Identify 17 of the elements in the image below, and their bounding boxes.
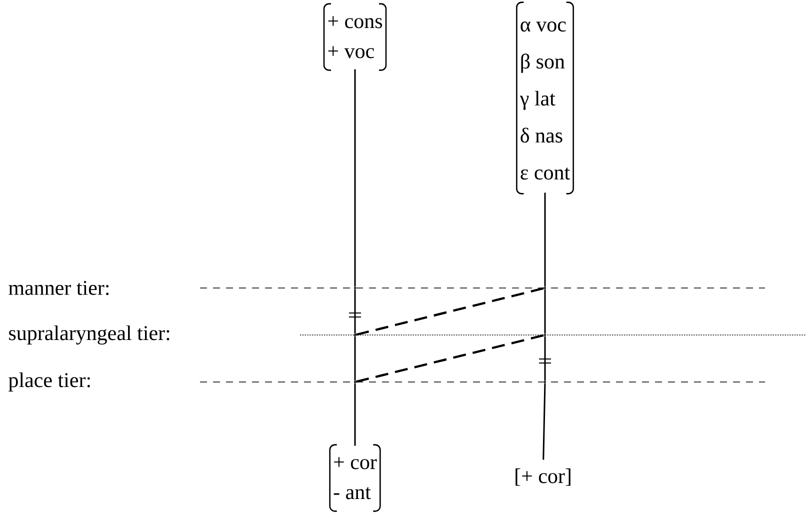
feature-matrix: α voc β son γ lat δ nas ε cont (516, 2, 574, 194)
feature-matrix: + cons + voc (323, 3, 387, 71)
spreading-line (356, 287, 544, 336)
spreading-line (356, 334, 544, 383)
association-line (544, 336, 546, 381)
association-line (354, 289, 356, 334)
association-line (354, 69, 356, 287)
tier-label: place tier: (8, 372, 90, 392)
feature-matrix: + cor - ant (329, 444, 381, 512)
tier-label: supralaryngeal tier: (9, 325, 170, 345)
association-line (544, 192, 546, 287)
association-line (354, 383, 356, 446)
association-line (354, 336, 356, 381)
association-line (544, 289, 546, 334)
feature-label: [+ cor] (516, 468, 570, 486)
tier-label: manner tier: (8, 280, 109, 296)
association-line (542, 383, 546, 460)
